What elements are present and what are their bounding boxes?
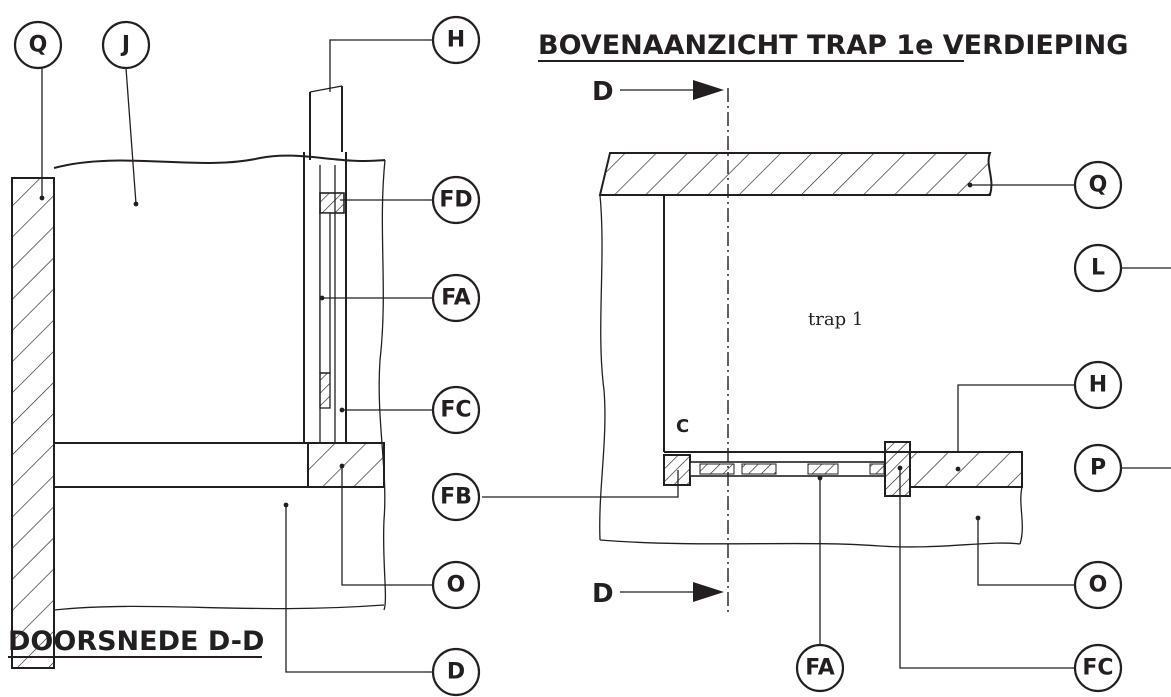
svg-text:FB: FB	[440, 485, 472, 510]
cut-arrow-bottom-head	[693, 582, 724, 602]
plan-break-bottom	[599, 539, 1021, 548]
svg-text:D: D	[447, 660, 465, 685]
break-line-right	[378, 159, 387, 611]
svg-text:FD: FD	[439, 188, 472, 213]
svg-text:P: P	[1090, 456, 1106, 481]
callout-fc-section: FC	[431, 385, 481, 435]
fa-segment-3	[807, 463, 839, 475]
post-h-break	[309, 85, 343, 93]
section-view	[11, 39, 679, 673]
fc-block-section	[319, 372, 331, 409]
callout-fc-plan: FC	[1073, 643, 1123, 693]
callout-fd: FD	[431, 175, 481, 225]
break-line-top	[53, 154, 386, 169]
svg-text:FA: FA	[805, 656, 835, 681]
corner-label-c: C	[676, 416, 689, 437]
callout-q-section: Q	[13, 20, 63, 70]
fa-strip	[319, 212, 331, 374]
plan-title: BOVENAANZICHT TRAP 1e VERDIEPING	[538, 30, 1128, 61]
callout-q-plan: Q	[1073, 160, 1123, 210]
room-label-trap: trap 1	[808, 309, 863, 330]
callout-fa-plan: FA	[795, 643, 845, 693]
cut-label-top: D	[592, 77, 614, 107]
svg-text:FC: FC	[1082, 656, 1113, 681]
plan-view	[598, 80, 1171, 669]
callout-h-plan: H	[1073, 360, 1123, 410]
plan-break-right	[1019, 486, 1023, 545]
fb-block-plan	[663, 454, 691, 486]
svg-text:FC: FC	[440, 398, 471, 423]
svg-text:H: H	[1089, 373, 1107, 398]
svg-text:FA: FA	[441, 286, 471, 311]
callout-fb: FB	[431, 472, 481, 522]
callout-l: L	[1073, 243, 1123, 293]
section-title: DOORSNEDE D-D	[8, 626, 264, 657]
svg-text:O: O	[447, 573, 466, 598]
callout-o-plan: O	[1073, 560, 1123, 610]
svg-text:Q: Q	[1089, 173, 1108, 198]
svg-text:H: H	[447, 28, 465, 53]
cut-label-bottom: D	[592, 579, 614, 609]
fa-segment-4	[869, 463, 885, 475]
cut-arrow-top-head	[693, 80, 724, 100]
beam-h-plan	[909, 451, 1023, 488]
fc-post-plan	[884, 441, 911, 497]
fd-block	[319, 192, 345, 214]
callout-h-section: H	[431, 15, 481, 65]
svg-text:L: L	[1091, 256, 1105, 281]
callout-p: P	[1073, 443, 1123, 493]
fa-segment-2	[741, 463, 777, 475]
callout-j: J	[101, 20, 151, 70]
svg-text:J: J	[120, 33, 130, 58]
wall-q-section	[11, 177, 55, 669]
callout-d: D	[431, 647, 481, 697]
svg-text:Q: Q	[29, 33, 48, 58]
beam-o-section	[307, 442, 385, 488]
fa-segment-1	[699, 463, 735, 475]
floor-break-bottom	[53, 604, 385, 611]
wall-q-plan	[598, 152, 993, 196]
svg-text:O: O	[1089, 573, 1108, 598]
plan-break-left	[599, 194, 606, 541]
callout-fa-section: FA	[431, 273, 481, 323]
callout-o-section: O	[431, 560, 481, 610]
